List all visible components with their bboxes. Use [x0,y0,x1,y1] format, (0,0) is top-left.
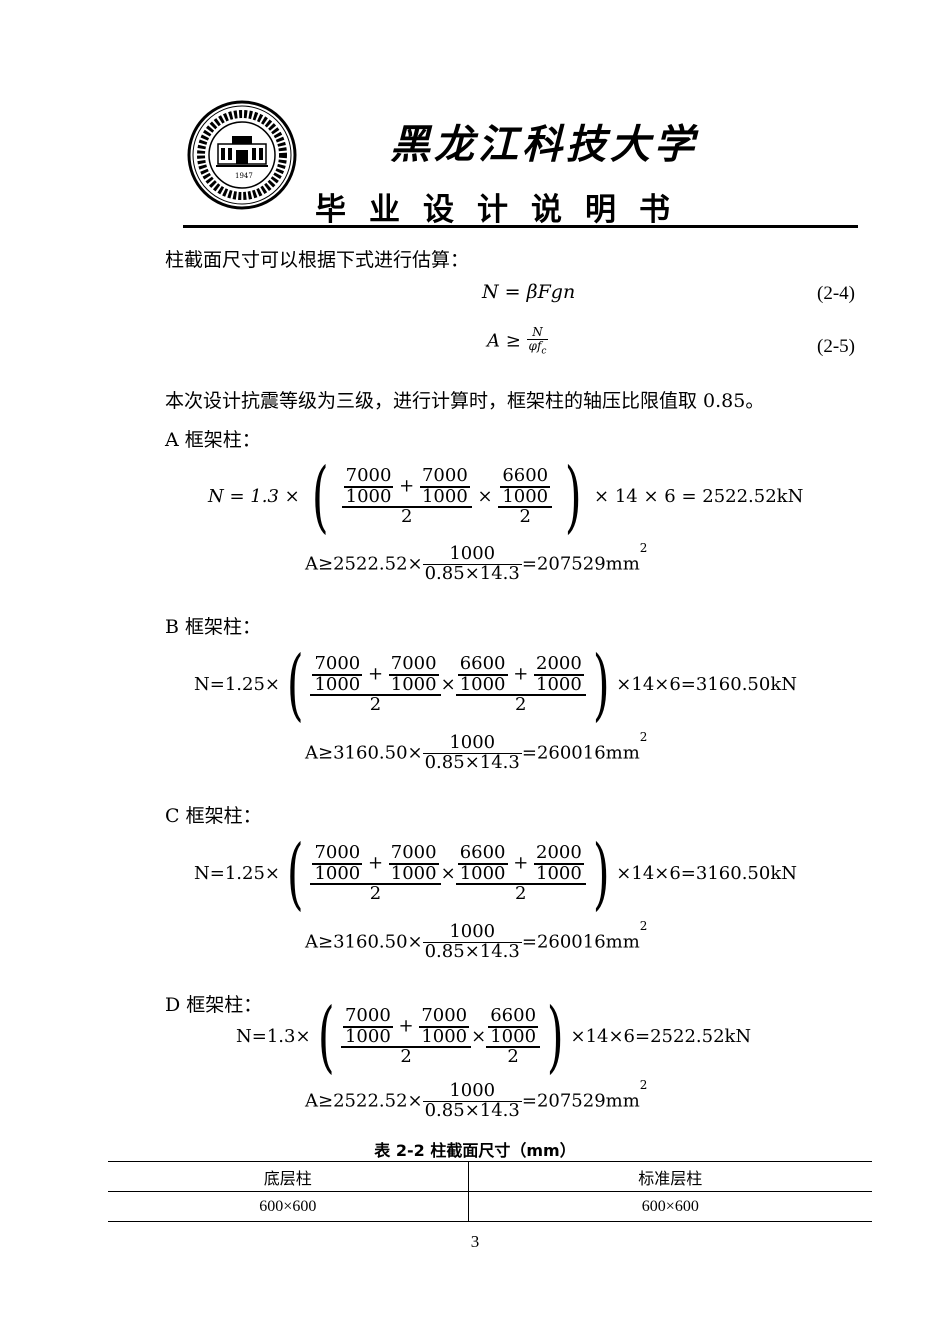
column-b-label: B 框架柱： [165,616,262,638]
university-seal: 1947 [180,100,300,210]
header-divider [183,225,858,228]
document-title: 毕业设计说明书 [315,192,693,228]
formula-2-4: N = βFgn [482,281,576,303]
table-header-cell: 底层柱 [108,1161,469,1192]
table-caption: 表 2-2 柱截面尺寸（mm） [374,1141,576,1160]
intro-text: 柱截面尺寸可以根据下式进行估算： [165,249,470,271]
table-header-cell: 标准层柱 [468,1161,872,1192]
column-dimensions-table: 底层柱 标准层柱 600×600 600×600 [108,1161,872,1222]
column-a-label: A 框架柱： [165,429,261,451]
column-c-label: C 框架柱： [165,805,262,827]
equation-number-2-5: (2-5) [817,336,855,357]
equation-number-2-4: (2-4) [817,283,855,304]
university-name: 黑龙江科技大学 [390,121,698,168]
table-cell: 600×600 [108,1191,469,1222]
table-row: 600×600 600×600 [108,1191,872,1222]
seismic-note: 本次设计抗震等级为三级，进行计算时，框架柱的轴压比限值取 0.85。 [165,390,765,412]
column-d-label: D 框架柱： [165,994,263,1016]
formula-2-5: A ≥ N φfc [487,325,549,357]
table-cell: 600×600 [468,1191,872,1222]
svg-text:1947: 1947 [235,172,253,180]
table-header-row: 底层柱 标准层柱 [108,1161,872,1192]
page-number: 3 [470,1232,480,1251]
